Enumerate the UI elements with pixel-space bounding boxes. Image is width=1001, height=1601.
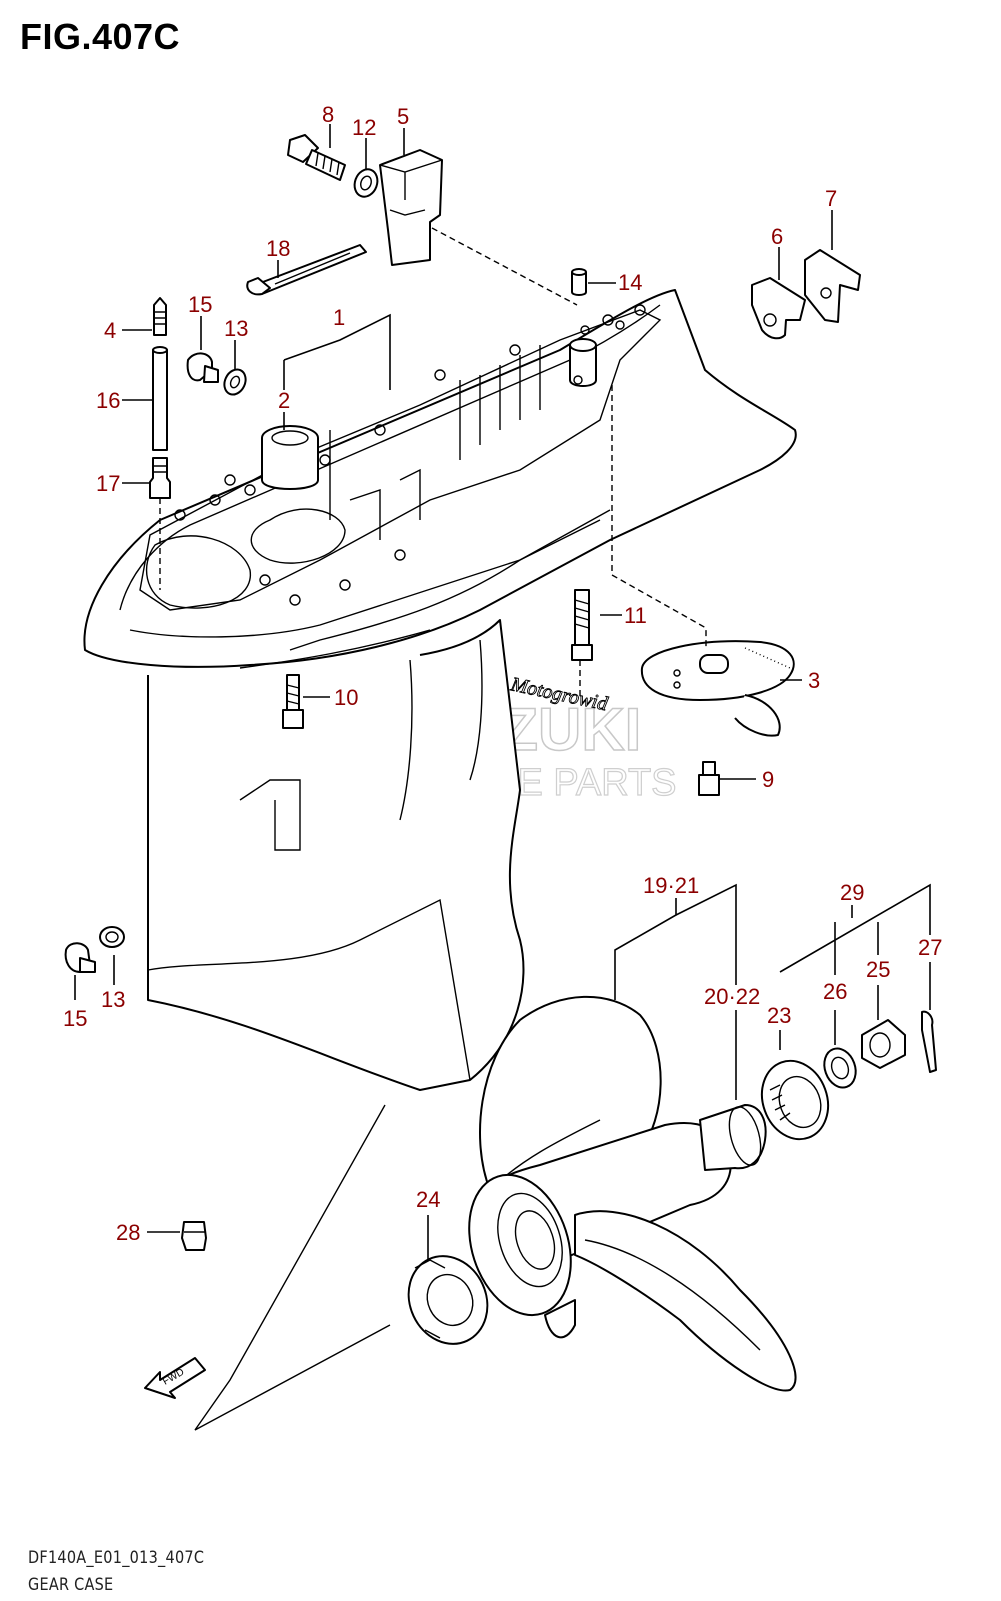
bolt-11 bbox=[571, 589, 593, 661]
callout-8: 8 bbox=[322, 102, 334, 127]
diagram-name: GEAR CASE bbox=[28, 1575, 114, 1595]
callout-19-21: 19·21 bbox=[643, 873, 699, 898]
cable-tie-18 bbox=[246, 244, 367, 296]
callout-23: 23 bbox=[767, 1003, 791, 1028]
callout-13: 13 bbox=[224, 316, 248, 341]
callout-5: 5 bbox=[397, 104, 409, 129]
leader-lines bbox=[74, 124, 931, 1260]
diagram-code: DF140A_E01_013_407C bbox=[28, 1548, 205, 1568]
plug-28 bbox=[181, 1221, 207, 1251]
grommet-17 bbox=[149, 457, 171, 499]
callout-9: 9 bbox=[762, 767, 774, 792]
callout-24: 24 bbox=[416, 1187, 440, 1212]
fwd-arrow-icon: FWD bbox=[144, 1357, 206, 1399]
washer-13b bbox=[99, 926, 125, 948]
flange-holes bbox=[174, 304, 646, 606]
callout-2: 2 bbox=[278, 388, 290, 413]
callout-7: 7 bbox=[825, 186, 837, 211]
bearing-boss bbox=[261, 425, 319, 490]
callouts: 8 12 5 7 6 18 14 15 13 1 4 2 16 17 11 3 … bbox=[63, 102, 942, 1245]
callout-15b: 15 bbox=[63, 1006, 87, 1031]
callout-3: 3 bbox=[808, 668, 820, 693]
callout-11: 11 bbox=[624, 603, 647, 628]
cotter-pin-27 bbox=[921, 1010, 937, 1073]
callout-17: 17 bbox=[96, 471, 120, 496]
callout-29: 29 bbox=[840, 880, 864, 905]
plug-15a bbox=[186, 352, 219, 383]
callout-6: 6 bbox=[771, 224, 783, 249]
callout-12: 12 bbox=[352, 115, 376, 140]
bolt-9 bbox=[698, 761, 720, 796]
callout-28: 28 bbox=[116, 1220, 140, 1245]
anode-5 bbox=[379, 149, 443, 266]
fitting-4 bbox=[153, 297, 167, 336]
callout-18: 18 bbox=[266, 236, 290, 261]
washer-26 bbox=[823, 1047, 857, 1089]
thrust-washer-23 bbox=[760, 1059, 830, 1141]
bracket-6 bbox=[751, 277, 806, 340]
dowel-pin-14 bbox=[571, 268, 587, 296]
callout-13b: 13 bbox=[101, 987, 125, 1012]
bolt-10 bbox=[282, 674, 304, 729]
figure-title: FIG.407C bbox=[20, 16, 181, 57]
washer-13a bbox=[223, 368, 247, 396]
trim-tab bbox=[640, 640, 795, 737]
washer-12 bbox=[353, 168, 379, 198]
callout-10: 10 bbox=[334, 685, 358, 710]
callout-27: 27 bbox=[918, 935, 942, 960]
callout-16: 16 bbox=[96, 388, 120, 413]
callout-14: 14 bbox=[618, 270, 642, 295]
callout-15: 15 bbox=[188, 292, 212, 317]
tube-16 bbox=[152, 346, 168, 451]
gear-case-housing bbox=[83, 289, 797, 1431]
propeller bbox=[468, 995, 797, 1392]
bracket-7 bbox=[804, 249, 861, 323]
callout-25: 25 bbox=[866, 957, 890, 982]
washer-24 bbox=[407, 1255, 489, 1345]
callout-4: 4 bbox=[104, 318, 116, 343]
bolt-8 bbox=[287, 134, 346, 181]
callout-26: 26 bbox=[823, 979, 847, 1004]
callout-20-22: 20·22 bbox=[704, 984, 760, 1009]
nut-25 bbox=[861, 1019, 906, 1069]
callout-1: 1 bbox=[333, 305, 345, 330]
plug-15b bbox=[64, 942, 96, 973]
